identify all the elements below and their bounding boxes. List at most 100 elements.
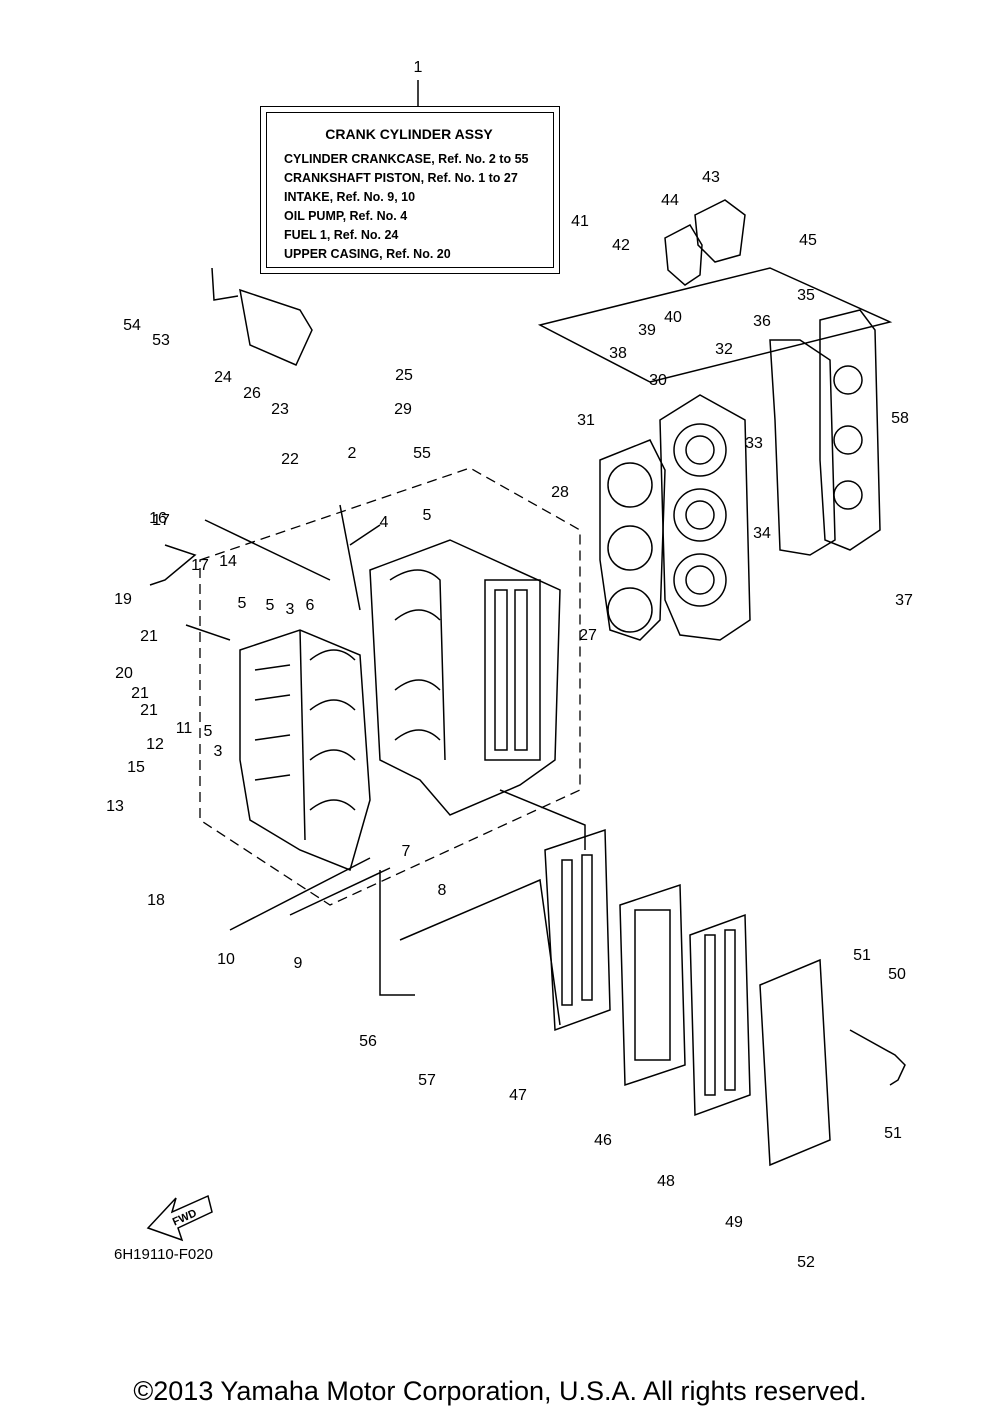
diagram-code: 6H19110-F020	[114, 1246, 213, 1263]
callout-11: 11	[176, 720, 193, 737]
callout-27: 27	[579, 627, 597, 644]
legend-line: CYLINDER CRANKCASE, Ref. No. 2 to 55	[284, 152, 529, 166]
thermostat-cover-43	[694, 199, 746, 263]
callout-16: 16	[149, 510, 167, 527]
callout-29: 29	[394, 401, 412, 418]
callout-5: 5	[238, 595, 247, 612]
callout-14: 14	[219, 553, 237, 570]
callout-9: 9	[294, 955, 303, 972]
leader-reed-group	[399, 789, 586, 1026]
legend-inner-frame	[266, 112, 554, 268]
leader-lines	[185, 504, 415, 996]
group-bracket-38-43	[537, 267, 893, 383]
callout-44: 44	[661, 192, 679, 209]
callout-52: 52	[797, 1254, 815, 1271]
gasket-48	[689, 913, 751, 1117]
callout-21: 21	[140, 702, 158, 719]
callout-19: 19	[114, 591, 132, 608]
callout-8: 8	[438, 882, 447, 899]
hose-16	[149, 544, 197, 586]
callout-40: 40	[664, 309, 682, 326]
callout-37: 37	[895, 592, 913, 609]
gasket-36	[769, 339, 836, 556]
legend-title: CRANK CYLINDER ASSY	[325, 126, 493, 142]
callout-30: 30	[649, 372, 667, 389]
callout-3: 3	[286, 601, 295, 618]
head-gasket-31	[599, 439, 666, 641]
callout-17: 17	[191, 557, 209, 574]
callout-20: 20	[115, 665, 133, 682]
callout-18: 18	[147, 892, 165, 909]
legend-line: OIL PUMP, Ref. No. 4	[284, 209, 408, 223]
callout-25: 25	[395, 367, 413, 384]
cover-49	[759, 958, 831, 1167]
legend-line: INTAKE, Ref. No. 9, 10	[284, 190, 416, 204]
legend-line: UPPER CASING, Ref. No. 20	[284, 247, 451, 261]
legend-line: CRANKSHAFT PISTON, Ref. No. 1 to 27	[284, 171, 518, 185]
callout-56: 56	[359, 1033, 377, 1050]
callout-10: 10	[217, 951, 235, 968]
callout-51: 51	[884, 1125, 902, 1142]
legend-line: FUEL 1, Ref. No. 24	[284, 228, 399, 242]
callout-4: 4	[380, 514, 389, 531]
callout-6: 6	[306, 597, 315, 614]
callout-41: 41	[571, 213, 589, 230]
callout-2: 2	[348, 445, 357, 462]
callout-13: 13	[106, 798, 124, 815]
cylinder-block-outline	[369, 539, 561, 816]
callout-7: 7	[402, 843, 411, 860]
callout-45: 45	[799, 232, 817, 249]
callout-3: 3	[214, 743, 223, 760]
legend-outer-frame	[260, 106, 560, 274]
callout-35: 35	[797, 287, 815, 304]
callout-26: 26	[243, 385, 261, 402]
gasket-47	[544, 828, 611, 1032]
callout-15: 15	[127, 759, 145, 776]
callout-21: 21	[131, 685, 149, 702]
callout-1: 1	[414, 59, 423, 76]
callout-32: 32	[715, 341, 733, 358]
callout-22: 22	[281, 451, 299, 468]
callout-48: 48	[657, 1173, 675, 1190]
callout-23: 23	[271, 401, 289, 418]
callout-17: 17	[152, 512, 170, 529]
callout-49: 49	[725, 1214, 743, 1231]
callout-5: 5	[204, 723, 213, 740]
callout-47: 47	[509, 1087, 527, 1104]
callout-58: 58	[891, 410, 909, 427]
hose-50	[849, 1029, 906, 1086]
callout-12: 12	[146, 736, 164, 753]
callout-57: 57	[418, 1072, 436, 1089]
callout-28: 28	[551, 484, 569, 501]
crankcase-front-outline	[239, 629, 371, 872]
callout-51: 51	[853, 947, 871, 964]
callout-42: 42	[612, 237, 630, 254]
reed-valve-46	[619, 883, 686, 1087]
callout-43: 43	[702, 169, 720, 186]
callout-39: 39	[638, 322, 656, 339]
callout-5: 5	[266, 597, 275, 614]
callout-55: 55	[413, 445, 431, 462]
callout-5: 5	[423, 507, 432, 524]
callout-34: 34	[753, 525, 771, 542]
callout-54: 54	[123, 317, 141, 334]
gasket-44	[664, 224, 703, 286]
callout-36: 36	[753, 313, 771, 330]
callout-53: 53	[152, 332, 170, 349]
cylinder-head-30	[659, 394, 751, 641]
callout-38: 38	[609, 345, 627, 362]
assembly-boundary-dashed	[199, 467, 581, 906]
bracket-53	[211, 267, 313, 366]
copyright-notice: ©2013 Yamaha Motor Corporation, U.S.A. A…	[133, 1376, 867, 1406]
head-cover-35	[819, 309, 881, 551]
callout-46: 46	[594, 1132, 612, 1149]
callout-33: 33	[745, 435, 763, 452]
callout-21: 21	[140, 628, 158, 645]
callout-24: 24	[214, 369, 232, 386]
callout-50: 50	[888, 966, 906, 983]
callout-31: 31	[577, 412, 595, 429]
fwd-arrow-outline	[146, 1194, 213, 1242]
